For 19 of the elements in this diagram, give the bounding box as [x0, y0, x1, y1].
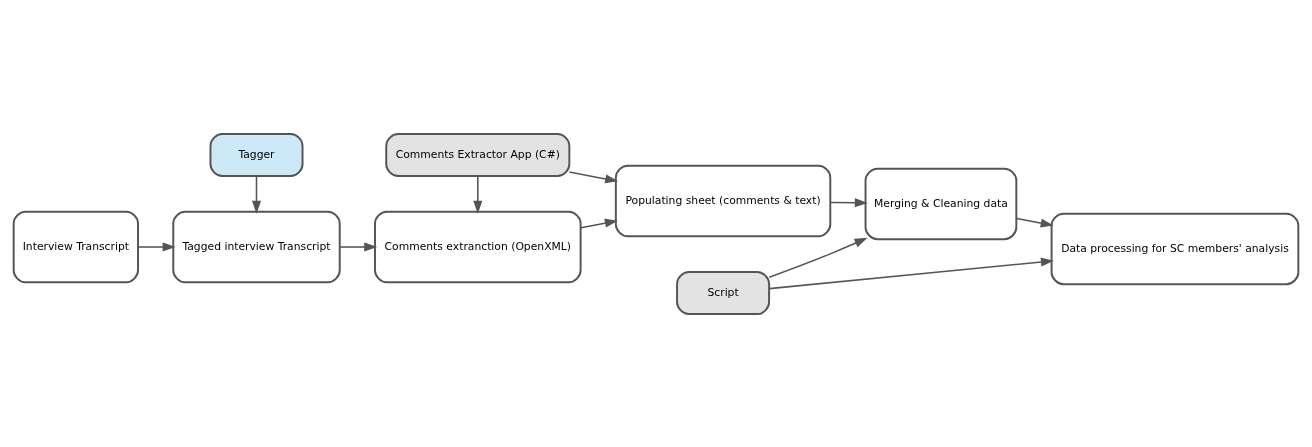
node-box: Data processing for SC members' analysis — [1050, 212, 1300, 285]
node-box: Merging & Cleaning data — [864, 167, 1018, 240]
arrow — [568, 170, 619, 183]
arrow — [1015, 217, 1054, 228]
node-box: Comments extranction (OpenXML) — [374, 210, 582, 283]
arrow — [768, 237, 868, 278]
arrow — [768, 257, 1054, 289]
node-box: Populating sheet (comments & text) — [614, 164, 832, 237]
node-box: Comments Extractor App (C#) — [385, 132, 571, 177]
node-box: Script — [676, 270, 771, 315]
arrow — [137, 241, 176, 252]
node-box: Tagger — [209, 132, 304, 177]
arrow — [251, 174, 262, 214]
node-box: Interview Transcript — [12, 210, 139, 283]
arrow — [473, 174, 483, 214]
arrow — [829, 197, 868, 207]
node-box: Tagged interview Transcript — [172, 210, 341, 283]
arrow — [339, 241, 378, 252]
arrow — [580, 218, 618, 228]
